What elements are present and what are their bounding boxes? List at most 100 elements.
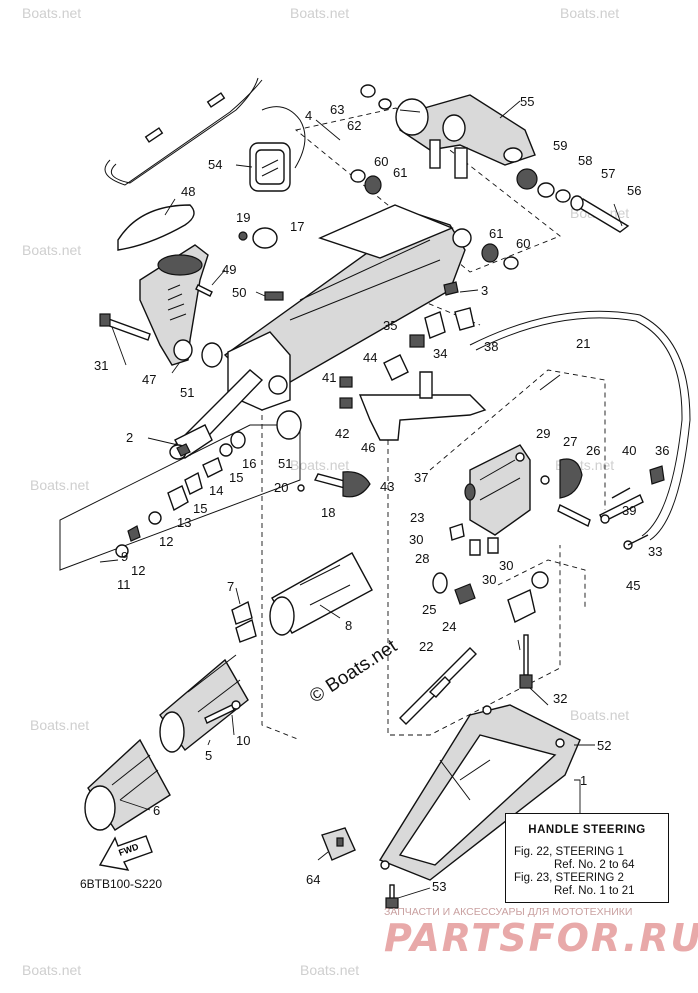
callout-10: 10 xyxy=(236,733,250,748)
part-54-harness-plug xyxy=(249,142,291,192)
part-23-link-assembly xyxy=(464,444,531,536)
callout-2: 2 xyxy=(126,430,133,445)
part-32-bolt xyxy=(519,634,533,689)
callout-3: 3 xyxy=(481,283,488,298)
watermark: Boats.net xyxy=(290,457,349,473)
watermark: Boats.net xyxy=(290,5,349,21)
callout-18: 18 xyxy=(321,505,335,520)
washers xyxy=(350,84,630,270)
callout-39: 39 xyxy=(622,503,636,518)
fwd-arrow-icon: FWD xyxy=(98,835,153,871)
callout-51b: 51 xyxy=(278,456,292,471)
part-55-swivel-bracket xyxy=(395,94,536,179)
callout-7: 7 xyxy=(227,579,234,594)
callout-61a: 61 xyxy=(393,165,407,180)
callout-40: 40 xyxy=(622,443,636,458)
callout-8: 8 xyxy=(345,618,352,633)
callout-33: 33 xyxy=(648,544,662,559)
callout-36: 36 xyxy=(655,443,669,458)
reference-line: Ref. No. 1 to 21 xyxy=(554,885,635,897)
callout-48: 48 xyxy=(181,184,195,199)
part-46-plate xyxy=(339,281,487,441)
shop-subtitle: ЗАПЧАСТИ И АКСЕССУАРЫ ДЛЯ МОТОТЕХНИКИ xyxy=(384,906,633,918)
callout-16: 16 xyxy=(242,456,256,471)
callout-27: 27 xyxy=(563,434,577,449)
part-21-cable xyxy=(469,310,691,541)
throttle-cables xyxy=(104,77,306,186)
callout-60b: 60 xyxy=(516,236,530,251)
callout-14: 14 xyxy=(209,483,223,498)
part-7-spring-clip xyxy=(231,600,257,643)
callout-53: 53 xyxy=(432,879,446,894)
part-8-grip-tube xyxy=(269,552,373,636)
watermark: Boats.net xyxy=(30,477,89,493)
reference-box: HANDLE STEERING Fig. 22, STEERING 1 Ref.… xyxy=(505,813,669,903)
callout-31: 31 xyxy=(94,358,108,373)
callout-20: 20 xyxy=(274,480,288,495)
shop-logo: PARTSFOR.RU xyxy=(384,916,698,960)
callout-51a: 51 xyxy=(180,385,194,400)
reference-line: Ref. No. 2 to 64 xyxy=(554,859,635,871)
watermark: Boats.net xyxy=(300,962,359,978)
callout-34: 34 xyxy=(433,346,447,361)
reference-title: HANDLE STEERING xyxy=(528,824,646,836)
part-10-screw xyxy=(204,700,241,724)
watermark: Boats.net xyxy=(22,962,81,978)
callout-43: 43 xyxy=(380,479,394,494)
callout-25: 25 xyxy=(422,602,436,617)
callout-12a: 12 xyxy=(131,563,145,578)
callout-60a: 60 xyxy=(374,154,388,169)
callout-45: 45 xyxy=(626,578,640,593)
reference-line: Fig. 23, STEERING 2 xyxy=(514,872,624,884)
callout-54: 54 xyxy=(208,157,222,172)
callout-32: 32 xyxy=(553,691,567,706)
callout-64: 64 xyxy=(306,872,320,887)
callout-22: 22 xyxy=(419,639,433,654)
part-27-gear xyxy=(540,458,591,527)
callout-6: 6 xyxy=(153,803,160,818)
callout-49: 49 xyxy=(222,262,236,277)
callout-58: 58 xyxy=(578,153,592,168)
part-52-bottom-cover xyxy=(378,704,581,881)
callout-19: 19 xyxy=(236,210,250,225)
callout-37: 37 xyxy=(414,470,428,485)
callout-26: 26 xyxy=(586,443,600,458)
callout-61b: 61 xyxy=(489,226,503,241)
watermark: Boats.net xyxy=(30,717,89,733)
callout-4: 4 xyxy=(305,108,312,123)
shop-banner: ЗАПЧАСТИ И АКСЕССУАРЫ ДЛЯ МОТОТЕХНИКИ PA… xyxy=(384,906,698,966)
diagram-code: 6BTB100-S220 xyxy=(80,877,163,891)
callout-59: 59 xyxy=(553,138,567,153)
callout-12b: 12 xyxy=(159,534,173,549)
callout-15a: 15 xyxy=(229,470,243,485)
callout-41: 41 xyxy=(322,370,336,385)
callout-50: 50 xyxy=(232,285,246,300)
callout-30b: 30 xyxy=(499,558,513,573)
watermark: Boats.net xyxy=(22,5,81,21)
part-31-bolt xyxy=(99,313,151,341)
callout-35: 35 xyxy=(383,318,397,333)
callout-62: 62 xyxy=(347,118,361,133)
callout-13: 13 xyxy=(177,515,191,530)
callout-23: 23 xyxy=(410,510,424,525)
callout-17: 17 xyxy=(290,219,304,234)
part-18-knob xyxy=(297,471,371,498)
part-64-grommet xyxy=(321,827,356,861)
callout-42: 42 xyxy=(335,426,349,441)
callout-9: 9 xyxy=(121,549,128,564)
group-outlines xyxy=(59,107,606,741)
callout-47: 47 xyxy=(142,372,156,387)
part-24-25-gears xyxy=(432,523,549,623)
callout-11: 11 xyxy=(117,577,131,592)
callout-55: 55 xyxy=(520,94,534,109)
part-6-grip-cover xyxy=(84,738,171,831)
callout-15b: 15 xyxy=(193,501,207,516)
callout-1: 1 xyxy=(580,773,587,788)
callout-labels: 1 2 3 4 5 6 7 8 9 10 11 12 12 13 14 15 1… xyxy=(94,94,669,894)
callout-44: 44 xyxy=(363,350,377,365)
part-48-cover xyxy=(117,204,203,276)
watermark: Boats.net xyxy=(560,5,619,21)
callout-56: 56 xyxy=(627,183,641,198)
